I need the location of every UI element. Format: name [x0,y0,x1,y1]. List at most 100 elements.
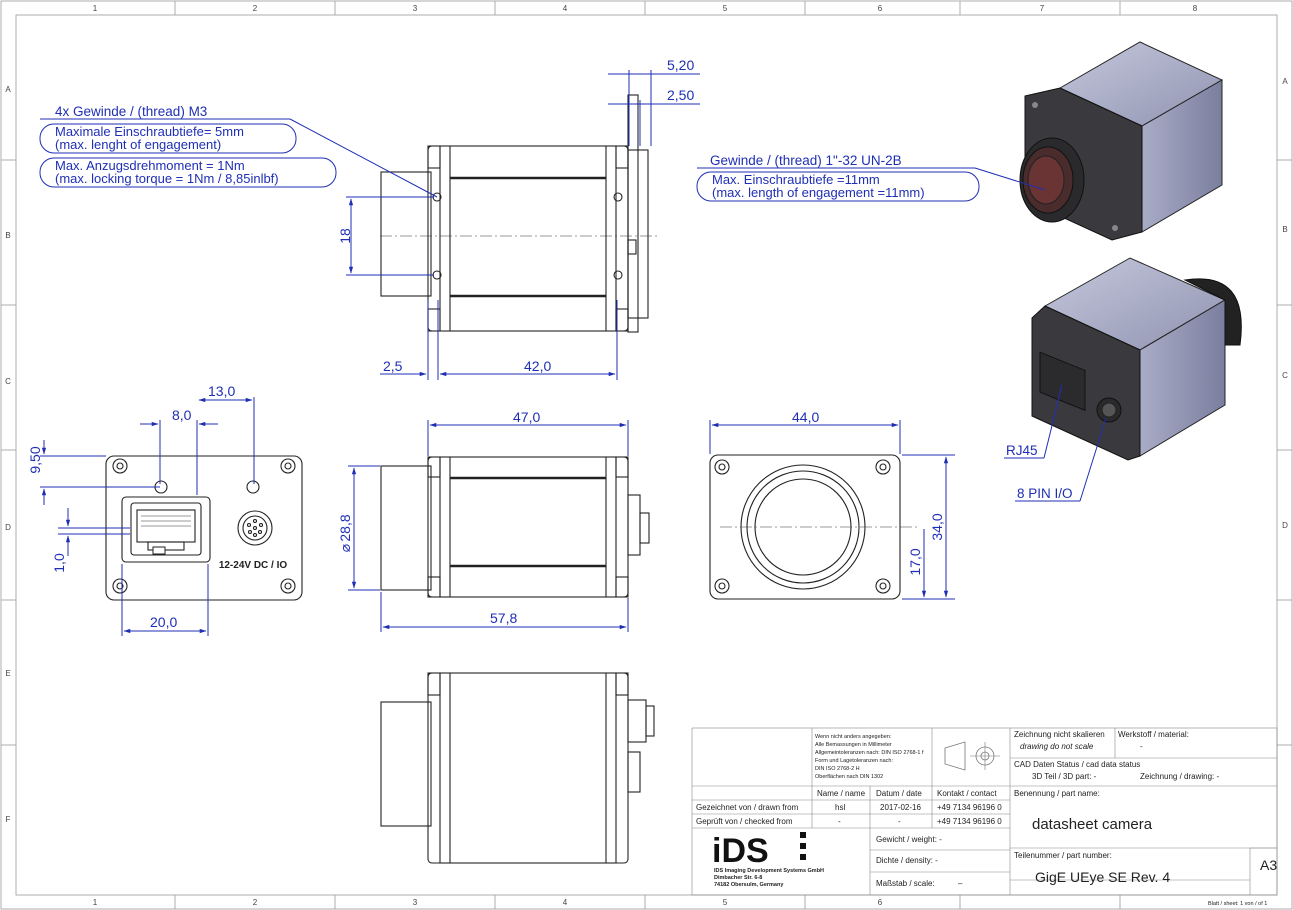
side-view [380,456,650,598]
back-view: 12-24V DC / IO [105,455,303,601]
company-line-0: IDS Imaging Development Systems GmbH [714,868,824,874]
zone-row-f: F [6,815,11,824]
format: A3 [1260,857,1277,873]
dim-20-0: 20,0 [150,614,177,630]
dim-17-0: 17,0 [907,548,923,575]
part-number-label: Teilenummer / part number: [1014,851,1112,860]
zone-col-3: 3 [413,4,418,13]
checked-label: Geprüft von / checked from [696,817,793,826]
dim-1-0: 1,0 [51,553,67,573]
zone-row-a-right: A [1282,77,1288,86]
scale-value: – [958,879,963,888]
material-label: Werkstoff / material: [1118,730,1189,739]
scale-label: Maßstab / scale: [876,879,935,888]
zone-col-5: 5 [723,4,728,13]
zone-col-2-bottom: 2 [253,898,258,907]
top-view [380,94,660,333]
iso-view-back [1031,257,1242,461]
col-contact: Kontakt / contact [937,789,997,798]
designation-value: datasheet camera [1032,816,1153,833]
drawn-date: 2017-02-16 [880,803,921,812]
back-view-dimensions: 8,0 13,0 9,50 1,0 20,0 [27,383,255,636]
dim-9-50: 9,50 [27,446,43,473]
bottom-view [380,672,655,864]
zone-row-c-right: C [1282,371,1288,380]
checked-contact: +49 7134 96196 0 [937,817,1002,826]
cad-status: CAD Daten Status / cad data status [1014,760,1140,769]
callout-8pin-label: 8 PIN I/O [1017,486,1073,501]
zone-labels: 1 2 3 4 5 6 7 8 1 2 3 4 5 6 A B C D E F … [5,4,1288,907]
weight: Gewicht / weight: - [876,835,942,844]
callout-lens-engagement-en: (max. length of engagement =11mm) [712,185,925,200]
zone-row-a: A [5,85,11,94]
dim-42-0: 42,0 [524,358,551,374]
projection-symbol-icon [944,741,1000,771]
dim-47-0: 47,0 [513,409,540,425]
zone-col-1-bottom: 1 [93,898,98,907]
callout-rj45-label: RJ45 [1006,443,1038,458]
note-line-3: Form und Lagetoleranzen nach: [815,758,893,764]
callout-rj45: RJ45 [1004,384,1063,459]
designation-label: Benennung / part name: [1014,789,1100,798]
ids-logo: iDS [712,832,806,870]
callout-m3-engagement-en: (max. lenght of engagement) [55,137,221,152]
dim-2-50: 2,50 [667,87,694,103]
zone-col-5-bottom: 5 [723,898,728,907]
zone-col-4: 4 [563,4,568,13]
connector-label: 12-24V DC / IO [219,560,288,571]
callout-m3-title: 4x Gewinde / (thread) M3 [55,104,207,119]
checked-date: - [898,817,901,826]
zone-col-2: 2 [253,4,258,13]
company-line-1: Dimbacher Str. 6-8 [714,875,762,881]
dim-34-0: 34,0 [929,513,945,540]
part-number-value: GigE UEye SE Rev. 4 [1035,869,1170,885]
zone-col-8: 8 [1193,4,1198,13]
dim-13-0: 13,0 [208,383,235,399]
callout-lens-thread: Gewinde / (thread) 1"-32 UN-2B Max. Eins… [696,153,1046,202]
density: Dichte / density: - [876,856,938,865]
material-value: - [1140,742,1143,751]
front-view-dimensions: 44,0 34,0 17,0 [709,409,955,600]
callout-lens-engagement-de: Max. Einschraubtiefe =11mm [712,172,880,187]
company-line-2: 74182 Obersulm, Germany [714,882,784,888]
ids-logo-text: iDS [712,832,769,870]
note-line-5: Oberflächen nach DIN 1302 [815,774,883,780]
side-view-dimensions: 47,0 28,8 ⌀ 57,8 [337,409,629,632]
title-block: Wenn nicht anders angegeben: Alle Bemass… [691,727,1277,907]
zone-row-d: D [5,523,11,532]
no-scale-en: drawing do not scale [1020,742,1094,751]
zone-row-d-right: D [1282,521,1288,530]
front-view [709,454,920,600]
callout-m3-torque-en: (max. locking torque = 1Nm / 8,85inlbf) [55,171,279,186]
zone-row-b-right: B [1282,225,1287,234]
sheet-info: Blatt / sheet: 1 von / of 1 [1208,901,1267,907]
checked-name: - [838,817,841,826]
zone-col-4-bottom: 4 [563,898,568,907]
zone-col-6-bottom: 6 [878,898,883,907]
diameter-symbol: ⌀ [337,543,353,552]
callout-m3-engagement-de: Maximale Einschraubtiefe= 5mm [55,124,244,139]
note-line-1: Alle Bemassungen in Millimeter [815,742,892,748]
note-line-4: DIN ISO 2768-2 H [815,766,860,772]
dim-44-0: 44,0 [792,409,819,425]
callout-m3-torque-de: Max. Anzugsdrehmoment = 1Nm [55,158,245,173]
dim-18: 18 [337,228,353,244]
zone-col-1: 1 [93,4,98,13]
drawn-name: hsl [835,803,845,812]
note-line-0: Wenn nicht anders angegeben: [815,734,892,740]
zone-col-7: 7 [1040,4,1045,13]
callout-m3-thread: 4x Gewinde / (thread) M3 Maximale Einsch… [39,104,438,198]
zone-row-c: C [5,377,11,386]
drawn-label: Gezeichnet von / drawn from [696,803,799,812]
zone-row-e: E [5,669,10,678]
col-date: Datum / date [876,789,922,798]
dim-2-5: 2,5 [383,358,403,374]
dim-5-20: 5,20 [667,57,694,73]
dim-57-8: 57,8 [490,610,517,626]
part-3d: 3D Teil / 3D part: - [1032,772,1097,781]
iso-view-front [1019,41,1224,241]
zone-col-6: 6 [878,4,883,13]
dim-28-8: 28,8 [337,514,353,541]
